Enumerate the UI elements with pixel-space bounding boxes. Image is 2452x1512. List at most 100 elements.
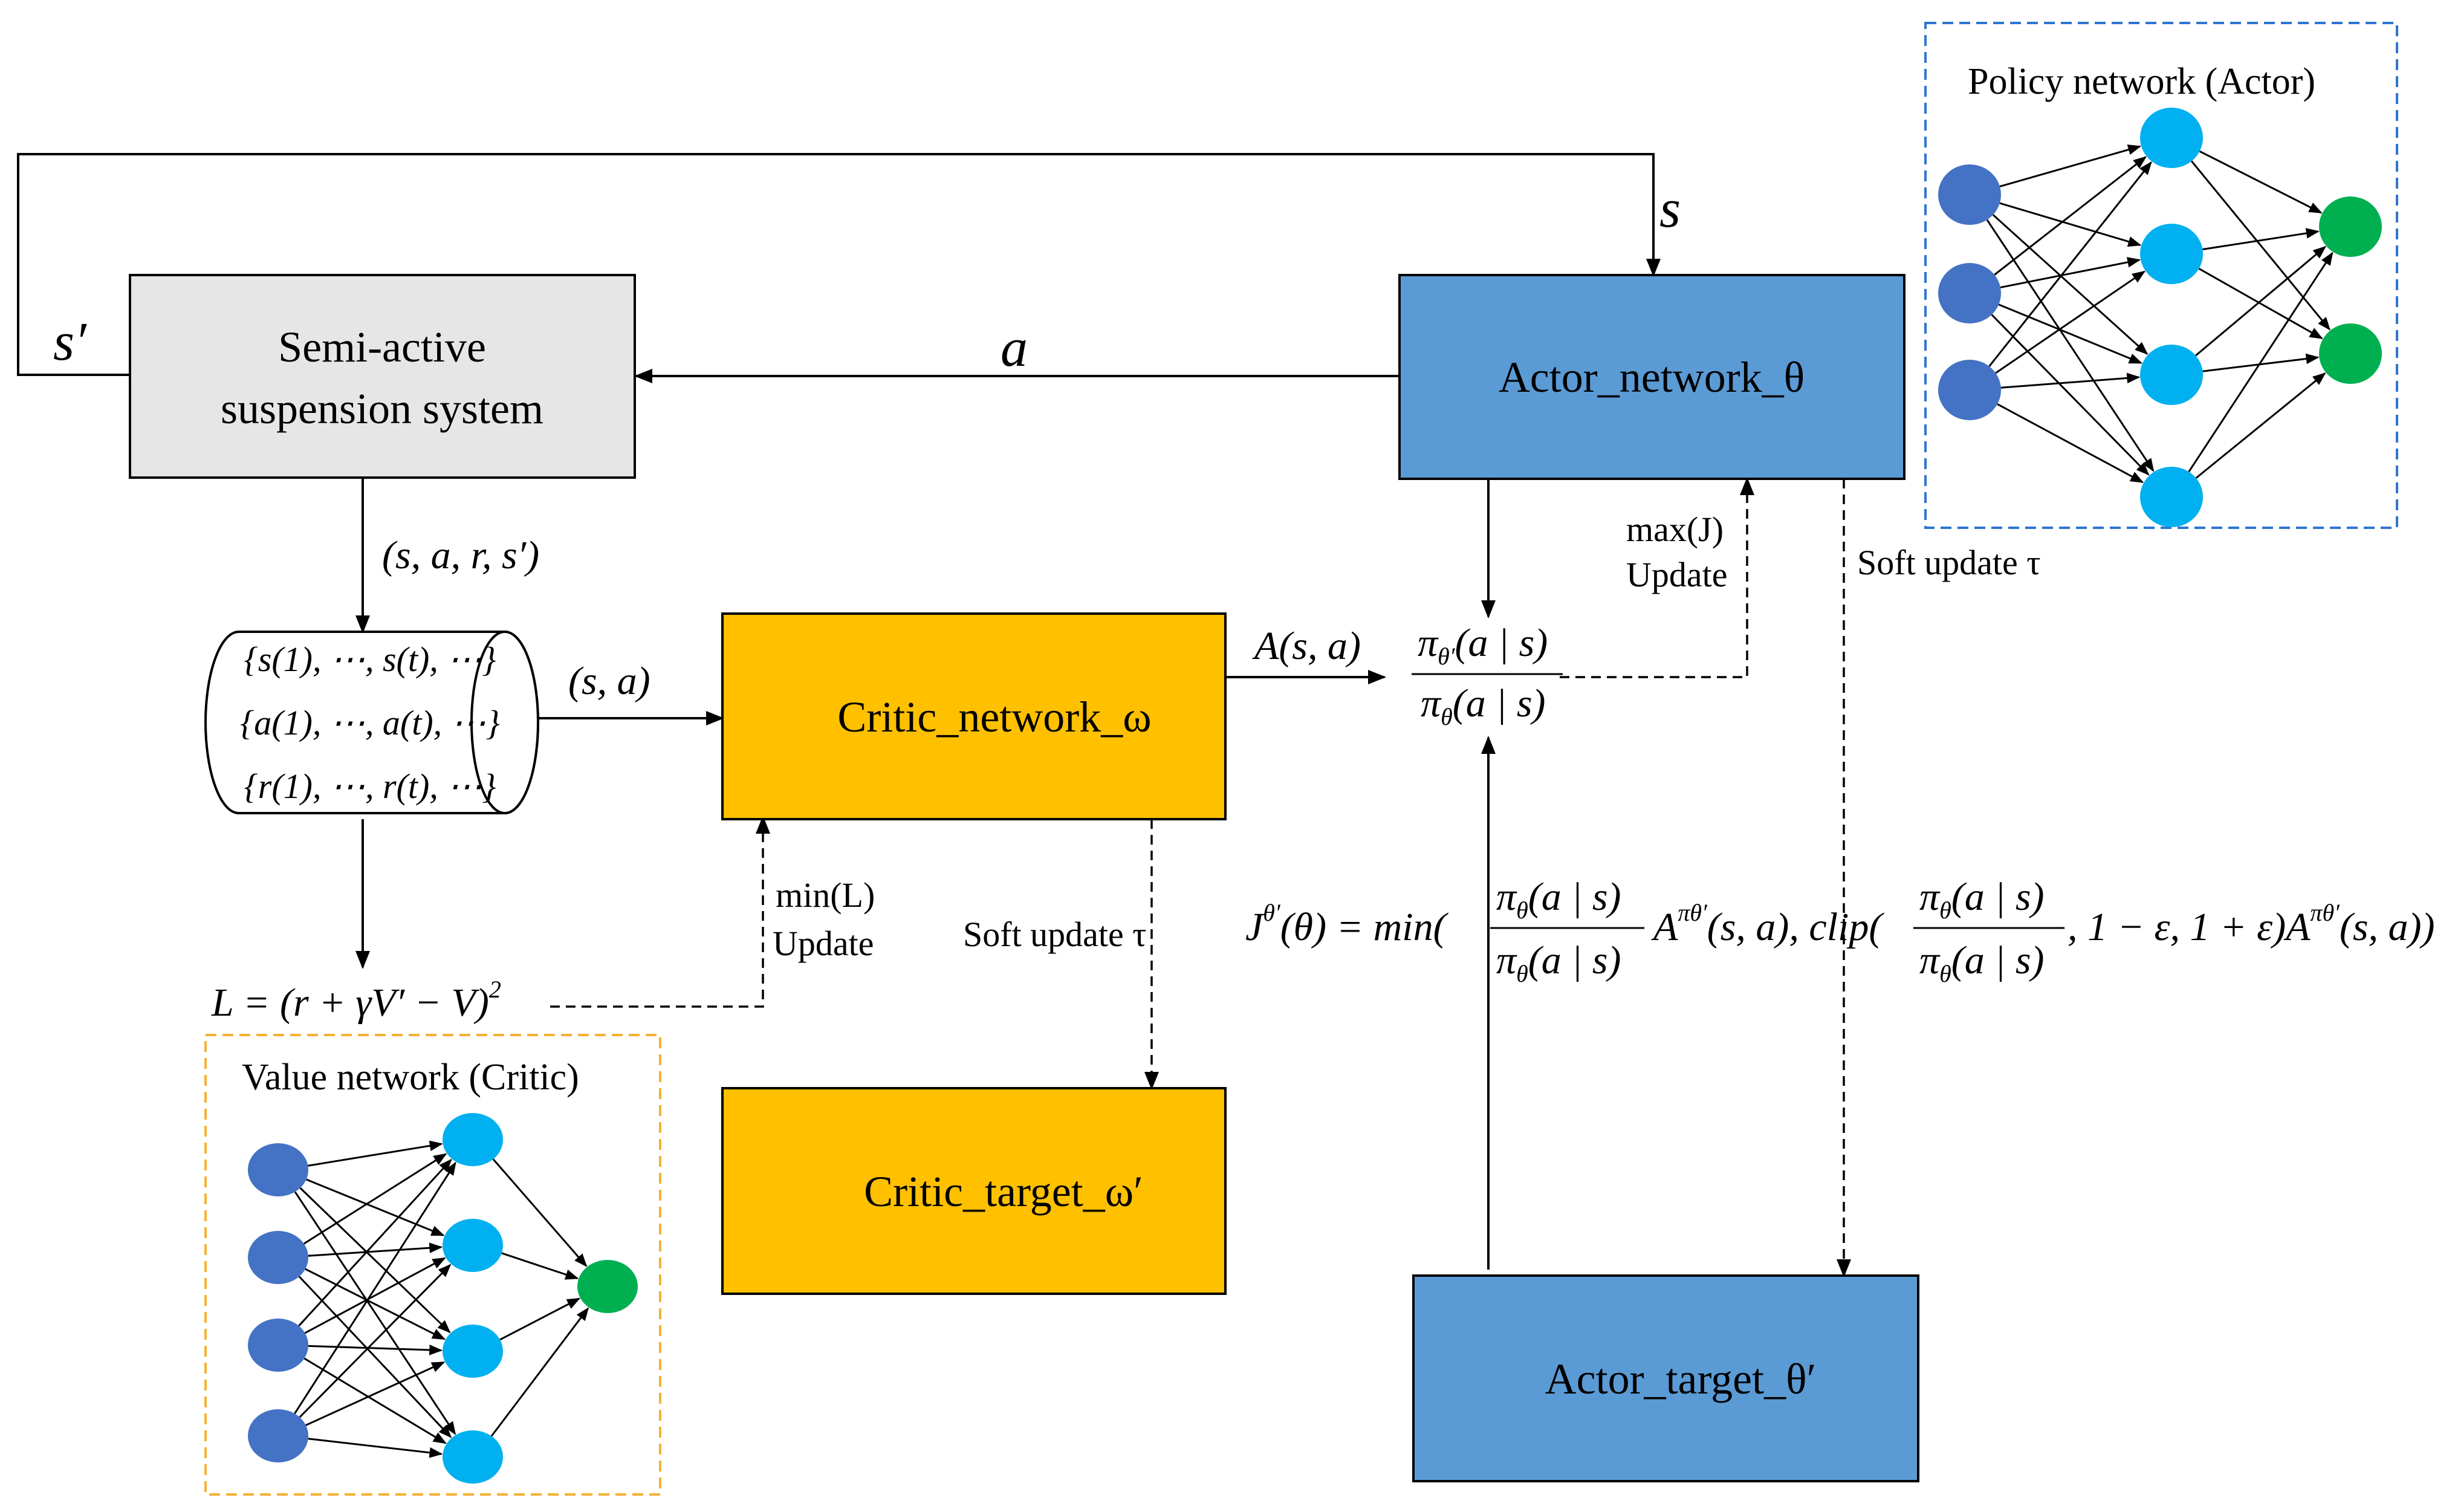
- value-network-edge: [308, 1438, 443, 1458]
- objective-frac-num: π: [1496, 875, 1517, 919]
- objective-frac2-den-arg: (a | s): [1951, 938, 2045, 982]
- critic-target-box: Critic_target_ω′: [721, 1087, 1227, 1295]
- buffer-row-states: {s(1), ⋯, s(t), ⋯}: [244, 640, 496, 679]
- objective-lhs-sup: θ′: [1263, 899, 1281, 926]
- objective-frac-den-arg: (a | s): [1528, 938, 1621, 982]
- policy-network-edge: [1995, 270, 2146, 374]
- objective-adv2-arg: (s, a)): [2340, 905, 2435, 949]
- policy-network-edge: [2198, 268, 2323, 339]
- value-network-edge: [294, 1161, 456, 1415]
- buffer-row-actions: {a(1), ⋯, a(t), ⋯}: [240, 703, 500, 742]
- policy-network-node-layer2: [2140, 108, 2203, 168]
- objective-frac2-den: π: [1919, 938, 1941, 982]
- value-network-edge: [308, 1140, 443, 1167]
- objective-adv1-sup: πθ′: [1678, 899, 1708, 926]
- actor-target-box: Actor_target_θ′: [1412, 1274, 1919, 1482]
- policy-network-edge: [2195, 245, 2327, 357]
- policy-network-edge: [1998, 303, 2142, 364]
- ratio-denominator: π: [1421, 681, 1442, 725]
- policy-network-edge: [1992, 214, 2149, 355]
- value-network-node-layer1: [248, 1319, 308, 1372]
- clipped-objective: Jθ′(θ) = min( πθ(a | s) πθ(a | s) Aπθ′(s…: [1245, 875, 2434, 987]
- policy-network-node-layer3: [2319, 323, 2382, 384]
- svg-text:πθ′(a | s): πθ′(a | s): [1418, 621, 1548, 670]
- value-network-node-layer3: [577, 1260, 638, 1313]
- objective-adv2: A: [2283, 905, 2311, 949]
- ratio-numerator-argument: (a | s): [1455, 621, 1548, 665]
- value-network-edge: [304, 1257, 446, 1334]
- policy-network-node-layer2: [2140, 467, 2203, 527]
- actor-target-label: Actor_target_θ′: [1545, 1355, 1817, 1403]
- ratio-denominator-argument: (a | s): [1453, 681, 1546, 725]
- min-l-label: min(L): [776, 875, 875, 915]
- policy-network-edge: [1994, 156, 2147, 276]
- value-network-node-layer1: [248, 1409, 308, 1462]
- svg-text:Jθ′(θ) = min(: Jθ′(θ) = min(: [1245, 899, 1449, 949]
- objective-frac-num-sub: θ: [1516, 897, 1528, 924]
- sample-label: (s, a): [568, 659, 650, 703]
- policy-network-panel: Policy network (Actor): [1924, 22, 2398, 529]
- policy-network-title: Policy network (Actor): [1968, 61, 2315, 102]
- policy-network-edge: [2199, 150, 2323, 214]
- advantage-label: A(s, a): [1252, 624, 1361, 668]
- value-network-title: Value network (Critic): [242, 1057, 579, 1098]
- policy-network-edges: [1986, 144, 2334, 483]
- critic-target-label: Critic_target_ω′: [864, 1167, 1143, 1216]
- value-network-node-layer2: [443, 1325, 503, 1378]
- value-network-nodes: [248, 1113, 638, 1484]
- ratio-denominator-subscript: θ: [1441, 703, 1453, 730]
- critic-network-box: Critic_network_ω: [721, 612, 1227, 820]
- value-network-edge: [308, 1242, 443, 1257]
- svg-text:πθ(a | s): πθ(a | s): [1496, 875, 1621, 924]
- objective-frac-num-arg: (a | s): [1528, 875, 1621, 919]
- actor-network-box: Actor_network_θ: [1398, 274, 1905, 480]
- policy-network-node-layer2: [2140, 224, 2203, 284]
- value-network-edge: [303, 1153, 447, 1245]
- critic-update-dashed: [550, 816, 770, 1008]
- svg-text:πθ(a | s): πθ(a | s): [1421, 681, 1546, 730]
- objective-adv2-sup: πθ′: [2310, 899, 2340, 926]
- objective-bounds: , 1 − ε, 1 + ε): [2068, 905, 2286, 949]
- value-network-edge: [306, 1178, 445, 1236]
- suspension-system-box: Semi-active suspension system: [129, 274, 636, 479]
- loss-function: L = (r + γV′ − V)2: [211, 976, 501, 1025]
- value-network-node-layer2: [443, 1219, 503, 1272]
- value-network-edge: [305, 1268, 446, 1340]
- state-label: s: [1659, 179, 1681, 239]
- suspension-label-line2: suspension system: [221, 384, 543, 433]
- value-network-edge: [298, 1158, 452, 1327]
- policy-network-edge: [1991, 314, 2150, 476]
- value-network-edge: [303, 1357, 447, 1444]
- policy-network-edge: [2000, 257, 2141, 288]
- objective-frac-den: π: [1496, 938, 1517, 982]
- objective-adv1: A: [1651, 905, 1678, 949]
- policy-network-node-layer1: [1938, 263, 2001, 323]
- svg-text:Aπθ′(s, a), clip(: Aπθ′(s, a), clip(: [1651, 899, 1884, 949]
- value-network-node-layer2: [443, 1113, 503, 1166]
- value-network-node-layer1: [248, 1231, 308, 1284]
- policy-network-node-layer1: [1938, 164, 2001, 225]
- probability-ratio: πθ′(a | s) πθ(a | s): [1412, 621, 1563, 730]
- actor-soft-update-label: Soft update τ: [1857, 543, 2041, 582]
- critic-soft-update-label: Soft update τ: [963, 915, 1147, 954]
- svg-text:πθ(a | s): πθ(a | s): [1919, 938, 2045, 987]
- objective-frac-den-sub: θ: [1516, 960, 1528, 987]
- policy-network-nodes: [1938, 108, 2382, 527]
- actor-network-label: Actor_network_θ: [1499, 353, 1805, 401]
- value-network-edge: [308, 1345, 443, 1355]
- value-network-edge: [298, 1276, 452, 1438]
- policy-network-edge: [1997, 403, 2144, 483]
- transition-label: (s, a, r, s′): [382, 533, 539, 577]
- policy-network-edge: [2202, 228, 2320, 250]
- value-network-node-layer2: [443, 1430, 503, 1484]
- value-network-edge: [299, 1187, 451, 1334]
- policy-network-edge: [2000, 372, 2141, 389]
- next-state-label: s′: [53, 312, 87, 372]
- policy-network-node-layer1: [1938, 360, 2001, 420]
- svg-text:πθ(a | s): πθ(a | s): [1496, 938, 1621, 987]
- policy-network-edge: [1999, 144, 2142, 187]
- actor-update-dashed: [1560, 477, 1754, 678]
- policy-network-edge: [2195, 372, 2326, 479]
- value-network-edge: [501, 1252, 579, 1280]
